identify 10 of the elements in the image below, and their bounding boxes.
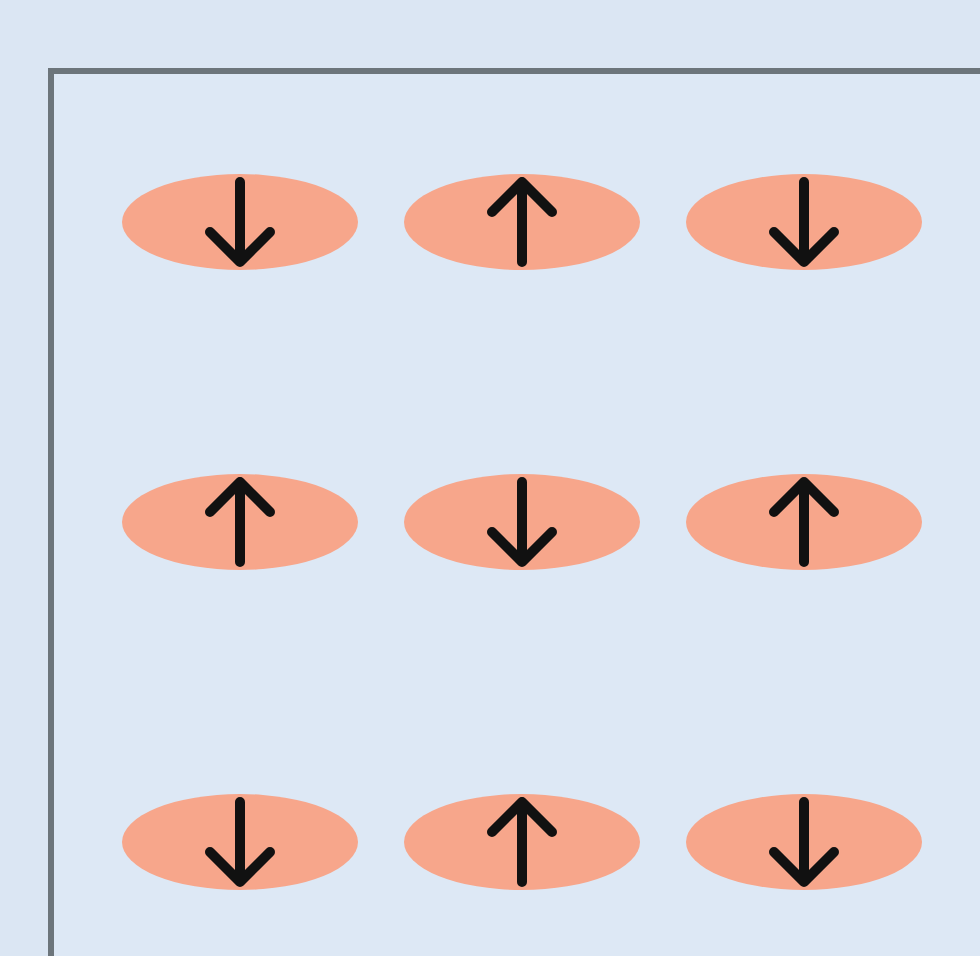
spin-ellipse [122, 474, 358, 570]
spin-ellipse [122, 174, 358, 270]
spin-ellipse [404, 794, 640, 890]
spin-ellipse [404, 474, 640, 570]
spin-ellipse [686, 794, 922, 890]
spin-ellipse [686, 174, 922, 270]
lattice-panel [48, 68, 980, 956]
spin-ellipse [404, 174, 640, 270]
spin-ellipse [122, 794, 358, 890]
spin-ellipse [686, 474, 922, 570]
